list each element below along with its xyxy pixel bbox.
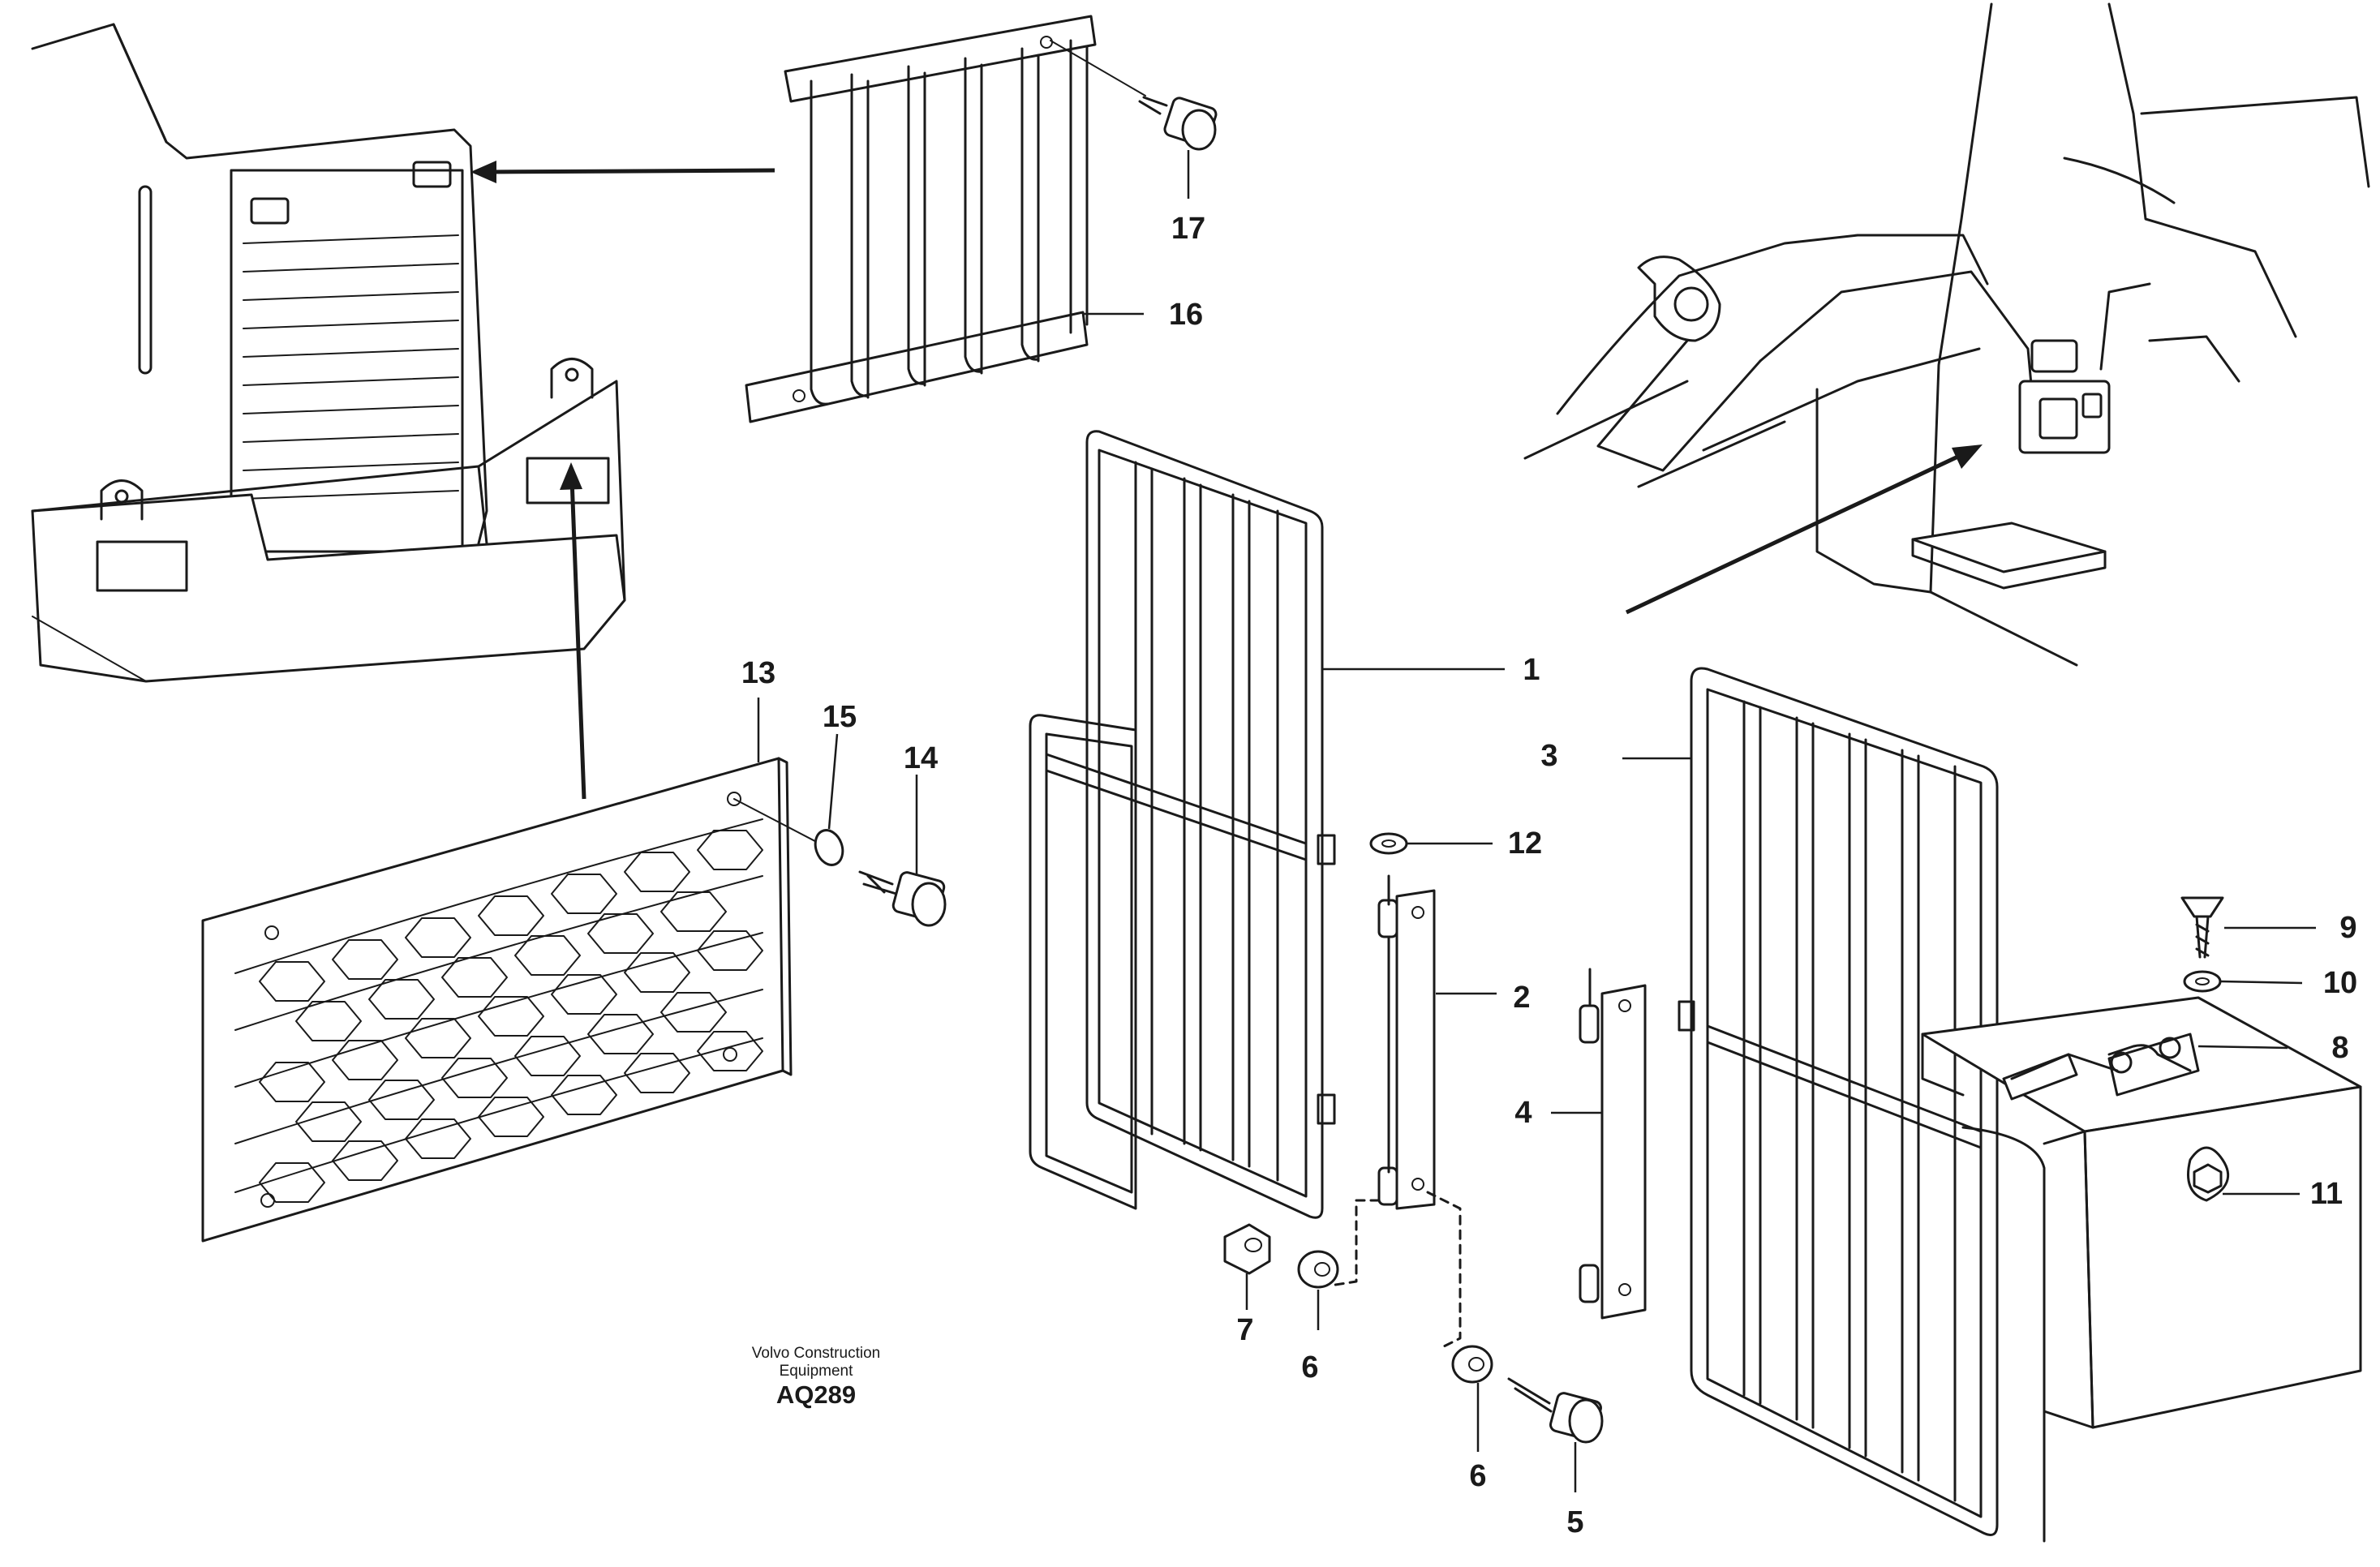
- upper-grille-part: [745, 15, 1097, 423]
- hinge-part-4: [1579, 968, 1647, 1320]
- caption-manufacturer-line2: Equipment: [779, 1363, 853, 1380]
- callout-12: 12: [1507, 826, 1543, 861]
- machine-front-drawing: [31, 23, 626, 683]
- dashed-lines: [1329, 1191, 1462, 1348]
- callout-13: 13: [741, 656, 776, 690]
- caption-code: AQ289: [775, 1380, 857, 1409]
- callout-3: 3: [1540, 739, 1558, 773]
- bolt-5: [1507, 1377, 1604, 1444]
- machine-side-drawing: [1523, 2, 2370, 667]
- washer-10: [2183, 970, 2222, 993]
- bolt-14: [858, 870, 947, 927]
- callout-17: 17: [1171, 212, 1206, 246]
- nut-7: [1223, 1223, 1271, 1275]
- washer-6a: [1297, 1250, 1339, 1289]
- callout-11: 11: [2309, 1177, 2343, 1211]
- callout-6b: 6: [1469, 1459, 1487, 1493]
- leader-lines: [757, 150, 2316, 1492]
- washer-6b: [1451, 1345, 1493, 1384]
- arrow-to-grille: [470, 161, 775, 183]
- callout-15: 15: [822, 700, 857, 734]
- arrow-to-mesh: [560, 462, 586, 800]
- callout-4: 4: [1514, 1096, 1532, 1130]
- callout-8: 8: [2331, 1031, 2349, 1065]
- callout-10: 10: [2322, 966, 2358, 1000]
- caption-manufacturer: Volvo Construction: [751, 1345, 881, 1362]
- washer-15: [733, 798, 844, 866]
- guard-grille-3: [1678, 667, 2046, 1543]
- screw-9: [2180, 896, 2224, 959]
- guard-grille-1: [1029, 430, 1336, 1219]
- callout-1: 1: [1523, 653, 1540, 687]
- washer-12: [1369, 832, 1408, 855]
- latch-8: [2002, 1033, 2200, 1101]
- diagram-caption: Volvo Construction Equipment AQ289: [752, 1345, 880, 1410]
- callout-2: 2: [1513, 981, 1531, 1015]
- hinge-part-2: [1377, 874, 1436, 1210]
- callout-16: 16: [1168, 298, 1204, 332]
- callout-14: 14: [903, 741, 939, 775]
- callout-5: 5: [1566, 1505, 1584, 1539]
- callout-7: 7: [1236, 1313, 1254, 1347]
- callout-6a: 6: [1301, 1350, 1319, 1385]
- mesh-grille-part: [201, 757, 793, 1243]
- callout-9: 9: [2339, 911, 2357, 945]
- bolt-17: [1050, 40, 1218, 151]
